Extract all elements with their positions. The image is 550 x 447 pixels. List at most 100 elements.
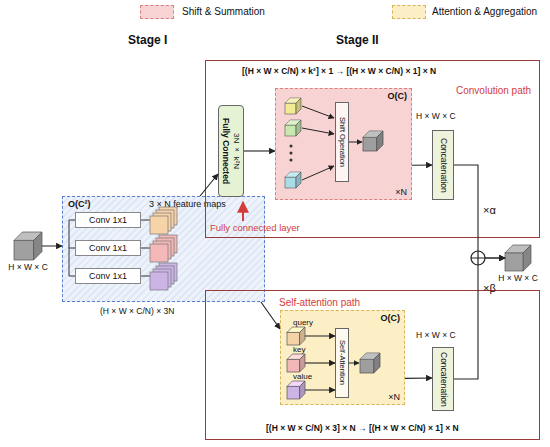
conv-box-text: Conv 1x1	[89, 243, 127, 253]
kernel-cube	[285, 172, 301, 188]
concat-box-text: Concatenation	[438, 138, 448, 193]
shift-region-text: O(C)	[388, 91, 408, 101]
concat-box-text: Concatenation	[438, 352, 448, 407]
cube-side	[34, 232, 42, 260]
shift-cubes	[285, 98, 383, 373]
input-tensor-text: H × W × C	[2, 263, 54, 273]
concat-box: Concatenation	[432, 130, 454, 200]
key-cube: key	[287, 354, 305, 372]
connector	[261, 302, 280, 329]
shift-region-text: ×N	[395, 187, 407, 197]
callout-label: Fully connected layer	[210, 223, 300, 234]
sum-cross	[471, 251, 485, 265]
path-panel-text: Convolution path	[456, 85, 531, 97]
path-panel-text: [(H × W × C/N) × k²] × 1 → [(H × W × C/N…	[242, 67, 436, 77]
key-cube-text: key	[293, 345, 305, 354]
feature-map	[156, 210, 174, 228]
ellipsis-dot	[290, 145, 293, 148]
cube-front	[505, 253, 523, 271]
feature-map	[159, 235, 177, 253]
attention-box: Self-Attention	[335, 328, 349, 398]
attention-region-text: ×N	[388, 392, 400, 402]
connector	[42, 245, 62, 246]
connector	[412, 164, 432, 165]
ellipsis-dot	[290, 159, 293, 162]
connector	[405, 377, 432, 379]
weight-label: ×β	[483, 282, 496, 295]
conv-box: Conv 1x1	[75, 240, 141, 256]
value-cube: value	[287, 381, 305, 399]
concat-box: Concatenation	[432, 347, 454, 411]
inner-arrow	[302, 106, 334, 118]
feature-map-stacks	[150, 207, 177, 290]
feature-map	[159, 207, 177, 225]
cube-side	[300, 354, 305, 372]
legend-text: Attention & Aggregation	[432, 5, 537, 19]
fc-box-text: 3N × k²N	[232, 133, 241, 169]
feature-map	[150, 272, 168, 290]
cube-outline	[287, 327, 305, 345]
query-cube-text: query	[293, 318, 313, 327]
stage-heading: Stage II	[336, 34, 379, 48]
connector	[454, 258, 505, 379]
feature-map	[159, 263, 177, 281]
shift-box-text: Shift Operation	[338, 117, 347, 167]
split-wires	[69, 220, 150, 276]
conv-box: Conv 1x1	[75, 268, 141, 284]
connector	[200, 174, 218, 196]
fc-box: Fully Connected3N × k²N	[218, 105, 244, 197]
connector	[305, 362, 335, 363]
feature-map	[156, 238, 174, 256]
sum-circle	[471, 251, 485, 265]
attention-region: O(C)×NquerykeyvalueSelf-Attention	[280, 310, 405, 405]
dimension-label: H × W × C	[416, 112, 456, 122]
inner-arrow	[302, 128, 334, 134]
path-panel: Self-attention path [(H × W × C/N) × 3] ×…	[205, 290, 540, 440]
attention-region-text: O(C)	[381, 313, 401, 323]
inner-arrow	[349, 142, 362, 143]
value-cube-text: value	[293, 372, 312, 381]
path-panel-text: Self-attention path	[279, 297, 360, 309]
cube-front	[287, 359, 300, 372]
stage-box-text: 3 × N feature maps	[149, 199, 226, 209]
output-cube	[360, 353, 380, 373]
feature-map	[153, 269, 171, 287]
path-panel-text: [(H × W × C/N) × 3] × N → [(H × W × C/N)…	[266, 424, 459, 434]
shift-box: Shift Operation	[335, 102, 349, 182]
input-tensor: H × W × C	[14, 232, 42, 260]
output-tensor-text: H × W × C	[491, 274, 545, 284]
feature-map	[153, 241, 171, 259]
connector	[305, 389, 335, 390]
feature-map	[156, 266, 174, 284]
cube-side	[300, 327, 305, 345]
stage-box: O(C²)3 × N feature mapsConv 1x1Conv 1x1C…	[62, 196, 265, 302]
inner-arrows	[302, 106, 362, 363]
cube-outline	[287, 381, 305, 399]
connector-layer	[42, 151, 505, 390]
query-cube: query	[287, 327, 305, 345]
legend-swatch	[140, 5, 174, 19]
connector	[454, 165, 505, 258]
attention-box-text: Self-Attention	[338, 340, 347, 385]
output-tensor: H × W × C	[505, 245, 531, 271]
kernel-cube	[285, 98, 301, 114]
cube-outline	[287, 354, 305, 372]
cube-side	[523, 245, 531, 271]
shift-region: O(C) ×N Shift Operation	[275, 88, 412, 200]
kernel-cube	[285, 120, 301, 136]
dimension-label: H × W × C	[416, 331, 456, 341]
cube-front	[287, 386, 300, 399]
sum-symbol	[471, 251, 485, 265]
dimension-label: (H × W × C/N) × 3N	[100, 307, 174, 317]
cube-front	[287, 332, 300, 345]
callout-arrow	[242, 202, 244, 221]
stage-heading: Stage I	[128, 34, 167, 48]
feature-map	[153, 213, 171, 231]
conv-box-text: Conv 1x1	[89, 215, 127, 225]
ellipsis-dot	[290, 152, 293, 155]
conv-out-wire	[141, 220, 150, 276]
inner-arrow	[302, 166, 334, 180]
legend-text: Shift & Summation	[182, 5, 265, 19]
conv-box: Conv 1x1	[75, 212, 141, 228]
